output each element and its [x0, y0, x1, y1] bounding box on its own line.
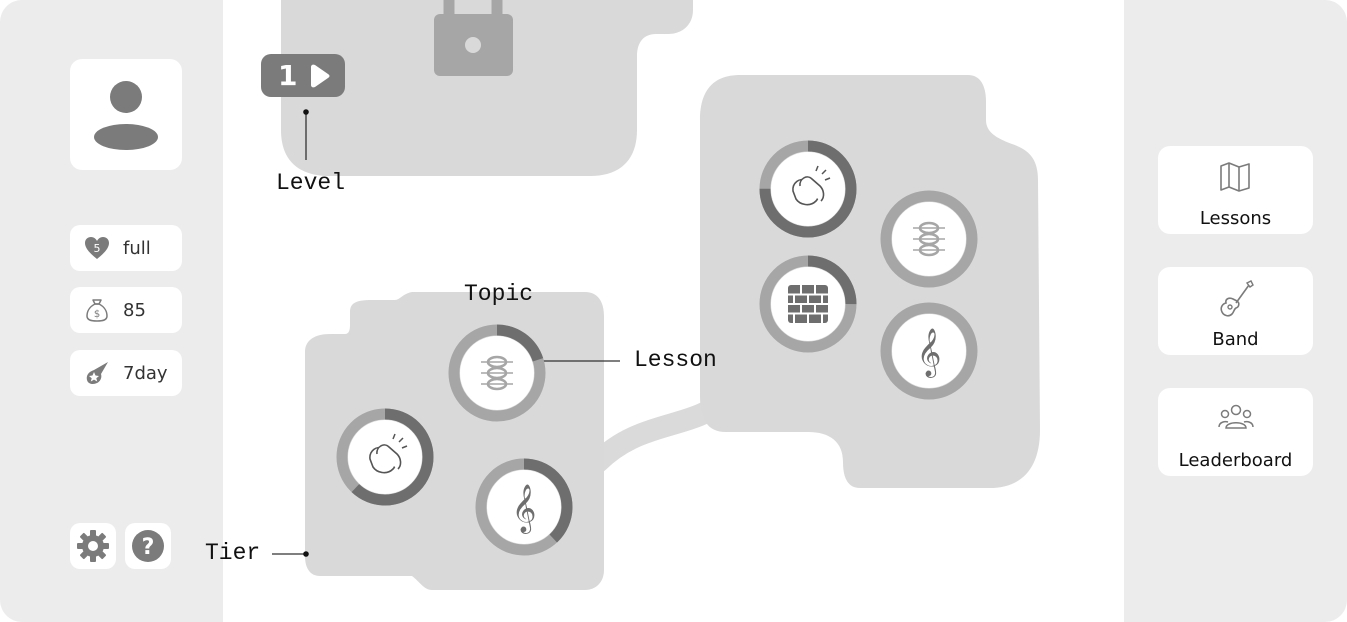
nav-lessons-label: Lessons: [1199, 208, 1272, 229]
treble-clef-icon: 𝄞: [917, 327, 942, 378]
chord-notes-icon: [913, 221, 945, 257]
question-mark-icon: ?: [132, 530, 164, 562]
level-badge[interactable]: 1: [261, 54, 345, 97]
tier-annotation: Tier: [205, 540, 261, 566]
svg-text:$: $: [94, 309, 100, 320]
nav-band-label: Band: [1212, 329, 1259, 350]
nav-leaderboard-label: Leaderboard: [1178, 450, 1293, 471]
nav-lessons-button[interactable]: Lessons: [1158, 146, 1313, 234]
svg-text:𝄞: 𝄞: [512, 483, 537, 534]
treble-clef-icon: 𝄞: [512, 483, 537, 534]
lesson-node[interactable]: [880, 190, 978, 288]
map-icon: [1220, 162, 1250, 192]
people-group-icon: [1218, 404, 1254, 429]
level-number: 1: [278, 59, 298, 92]
comet-star-icon: [86, 362, 108, 384]
level-pointer: [303, 109, 309, 160]
chord-notes-icon: [481, 355, 513, 391]
gear-icon: [77, 530, 109, 562]
nav-leaderboard-button[interactable]: Leaderboard: [1158, 388, 1313, 476]
hearts-value: full: [123, 238, 151, 259]
money-bag-icon: $: [86, 299, 108, 322]
lesson-progress-fill: [759, 140, 857, 238]
lesson-node[interactable]: [759, 255, 857, 353]
lesson-node[interactable]: [336, 408, 434, 506]
hearts-count: 5: [94, 242, 101, 255]
lesson-node[interactable]: [448, 324, 546, 422]
lesson-progress-fill: [475, 458, 573, 556]
lesson-face: [487, 470, 561, 544]
settings-button[interactable]: [70, 523, 116, 569]
help-button[interactable]: ?: [125, 523, 171, 569]
lesson-progress-fill: [759, 255, 857, 353]
coins-value: 85: [123, 300, 146, 321]
streak-stat: 7day: [70, 350, 182, 396]
clapping-hands-icon: [792, 165, 831, 206]
play-icon: [311, 64, 330, 88]
lesson-progress-fill: [448, 324, 546, 422]
svg-text:?: ?: [142, 535, 155, 560]
lesson-annotation: Lesson: [634, 347, 717, 373]
topic-annotation: Topic: [464, 281, 534, 307]
clapping-hands-icon: [369, 433, 408, 474]
level-annotation: Level: [276, 170, 346, 196]
nav-band-button[interactable]: Band: [1158, 267, 1313, 355]
hearts-stat: 5 full: [70, 225, 182, 271]
locked-tier: [281, 0, 693, 176]
lesson-node[interactable]: [759, 140, 857, 238]
lock-icon: [434, 0, 513, 76]
svg-text:𝄞: 𝄞: [917, 327, 942, 378]
tier-pointer: [272, 551, 309, 557]
heart-icon: 5: [85, 237, 109, 259]
brick-wall-icon: [788, 285, 828, 323]
lesson-progress-fill: [336, 408, 434, 506]
lesson-face: [892, 314, 966, 388]
lesson-progress-track: [880, 190, 978, 288]
guitar-icon: [1220, 280, 1254, 317]
user-icon: [94, 81, 158, 150]
lesson-node[interactable]: 𝄞: [475, 458, 573, 556]
streak-value: 7day: [123, 363, 168, 384]
tier-2: [700, 75, 1040, 488]
avatar[interactable]: [70, 59, 182, 170]
coins-stat: $ 85: [70, 287, 182, 333]
lesson-progress-track: [880, 302, 978, 400]
lesson-node[interactable]: 𝄞: [880, 302, 978, 400]
